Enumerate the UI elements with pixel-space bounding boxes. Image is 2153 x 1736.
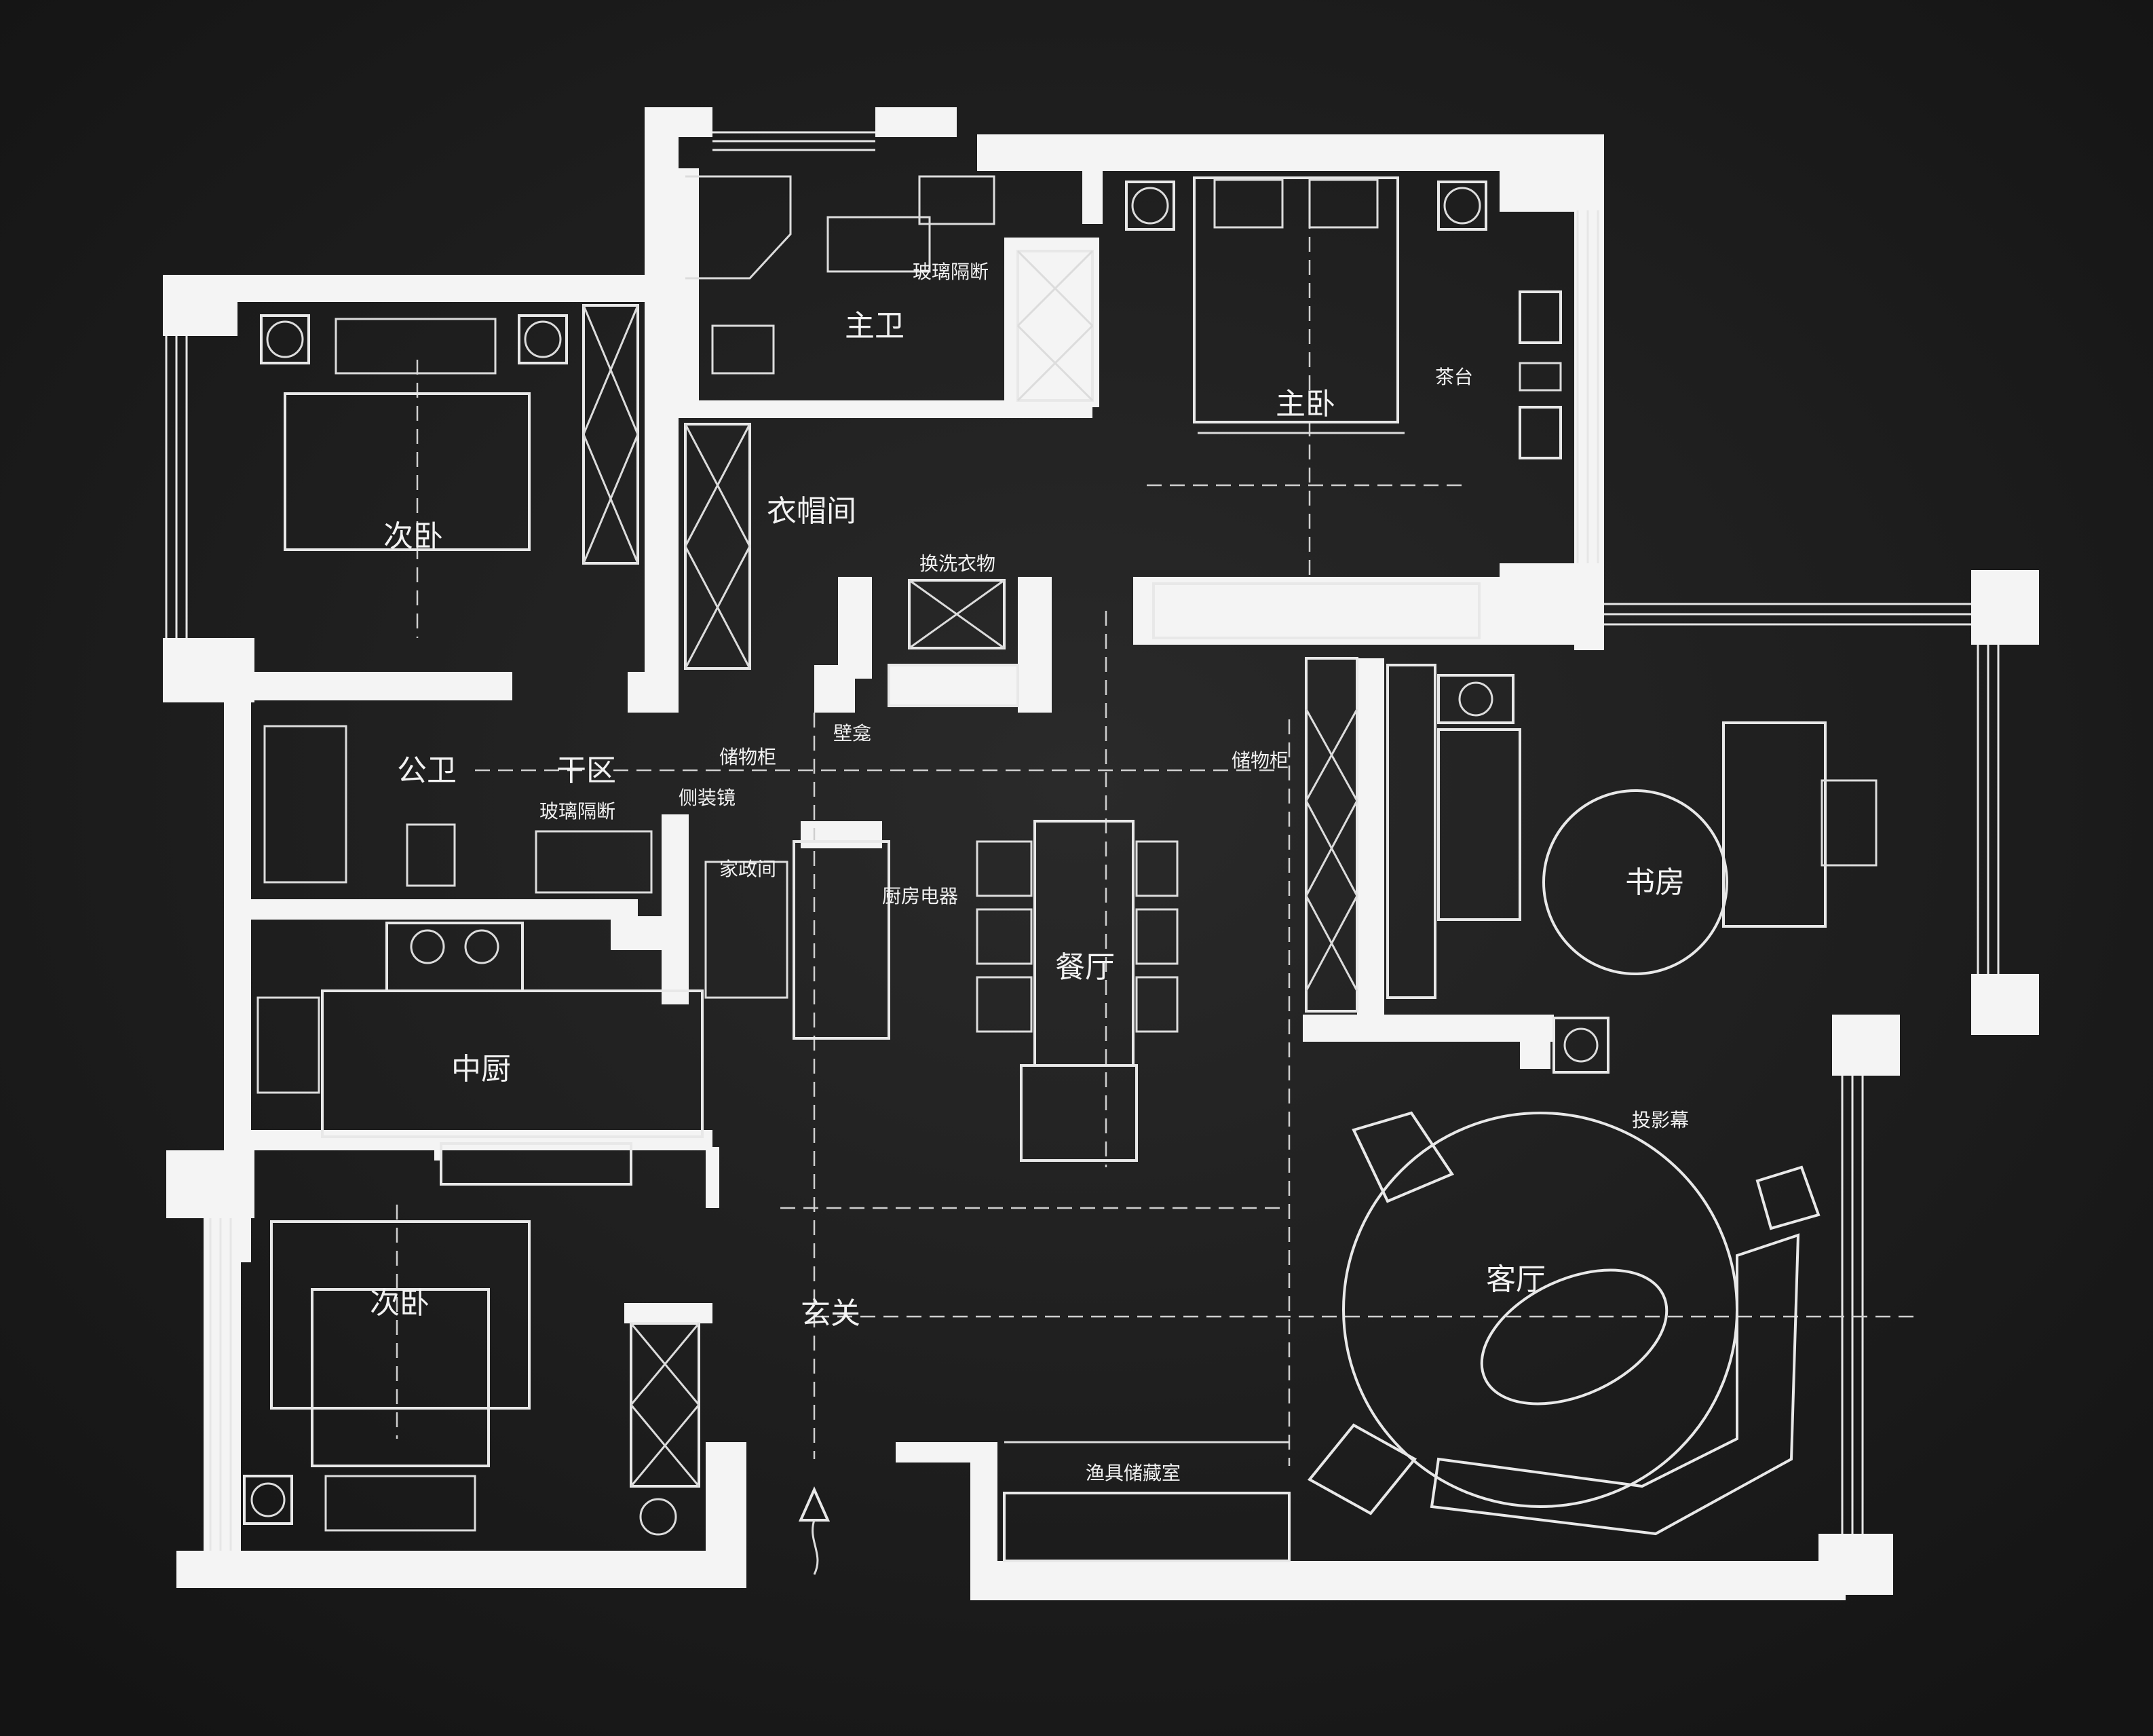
label-fishing-storage: 渔具储藏室	[1086, 1462, 1181, 1484]
label-projection-screen: 投影幕	[1632, 1109, 1689, 1131]
windows	[165, 131, 2000, 1551]
label-tea-table: 茶台	[1435, 366, 1473, 388]
label-kitchen-appliances: 厨房电器	[882, 885, 958, 907]
label-master-bedroom: 主卧	[1276, 387, 1335, 421]
label-master-bath: 主卫	[845, 309, 904, 343]
label-housekeeping-room: 家政间	[719, 858, 776, 880]
label-central-kitchen: 中厨	[451, 1052, 511, 1087]
label-glass-partition-mid: 玻璃隔断	[539, 800, 615, 823]
label-laundry: 换洗衣物	[919, 552, 995, 575]
label-public-bath: 公卫	[397, 753, 457, 788]
label-dry-zone: 干区	[556, 753, 616, 788]
label-second-bedroom-bottom: 次卧	[370, 1286, 430, 1321]
label-entrance: 玄关	[801, 1296, 860, 1331]
label-side-mirror: 侧装镜	[679, 787, 736, 809]
label-storage-cabinet-left: 储物柜	[719, 746, 776, 768]
label-cloakroom: 衣帽间	[767, 494, 856, 529]
room-labels: 主卫 主卧 玻璃隔断 茶台 衣帽间 换洗衣物 次卧 公卫 干区 玻璃隔断 侧装镜…	[370, 261, 1689, 1484]
label-niche: 壁龛	[833, 722, 871, 744]
furniture	[243, 175, 1878, 1575]
guide-lines	[396, 214, 1920, 1466]
label-living-room: 客厅	[1486, 1262, 1546, 1297]
label-storage-cabinet-right: 储物柜	[1232, 749, 1289, 772]
label-dining-room: 餐厅	[1055, 950, 1115, 985]
label-second-bedroom-top: 次卧	[383, 519, 443, 554]
label-glass-partition-top: 玻璃隔断	[913, 261, 989, 283]
label-study: 书房	[1625, 865, 1685, 900]
walls	[163, 107, 2039, 1600]
